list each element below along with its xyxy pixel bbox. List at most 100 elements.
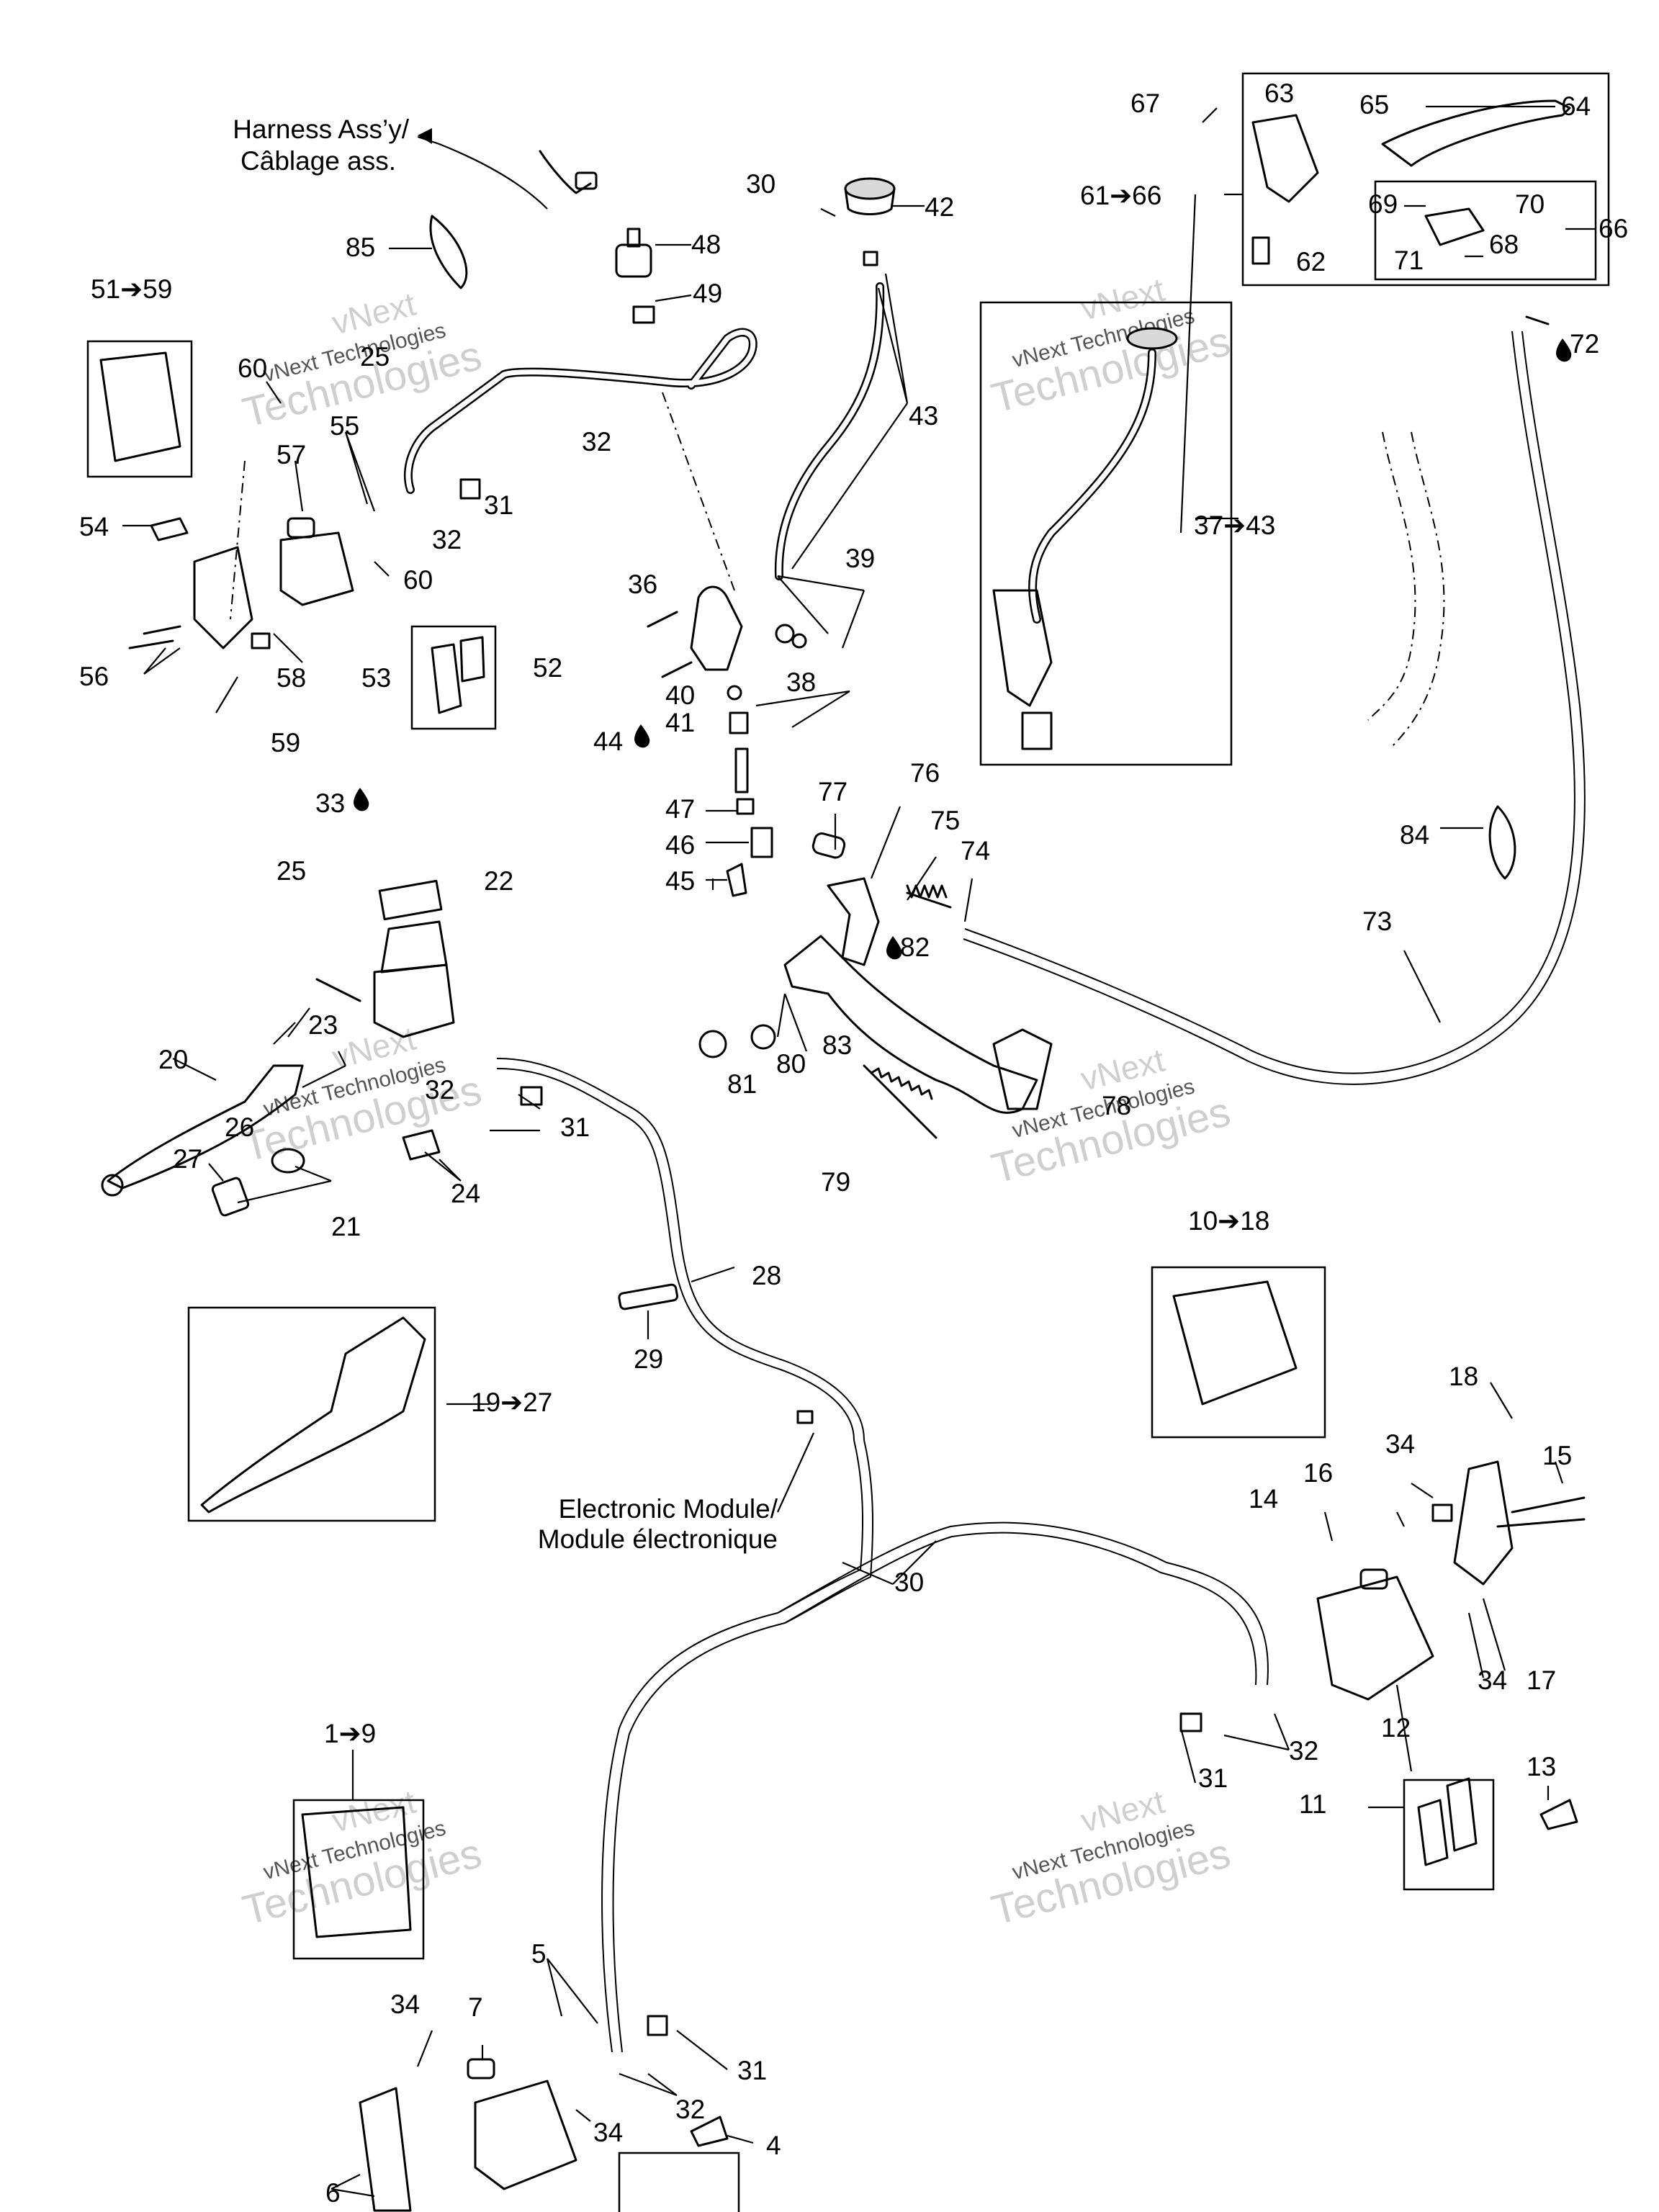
callout-42: 42 — [925, 192, 954, 222]
callout-33: 33 — [315, 788, 345, 818]
pin-56 — [143, 625, 181, 635]
callout-5: 5 — [531, 1939, 547, 1969]
pad-52 — [431, 643, 462, 714]
inset-boxes — [86, 72, 1610, 2212]
callout-32c: 32 — [425, 1075, 454, 1105]
callout-27: 27 — [173, 1144, 202, 1174]
callout-19-27: 19➔27 — [471, 1388, 552, 1417]
banjo-bolt-49 — [632, 305, 655, 324]
bolt-36 — [647, 611, 678, 628]
callout-77: 77 — [818, 777, 848, 806]
callout-52: 52 — [533, 653, 562, 683]
cable-tie-84 — [1488, 805, 1516, 880]
callout-49: 49 — [693, 279, 722, 308]
callout-34c: 34 — [390, 1990, 420, 2019]
piston-16 — [1359, 1568, 1388, 1590]
callout-31b: 31 — [560, 1112, 590, 1142]
callout-1-9: 1➔9 — [324, 1719, 376, 1748]
inset-box-37-43 — [979, 301, 1233, 766]
callout-62: 62 — [1296, 247, 1326, 276]
inset-box-51-59 — [86, 340, 193, 478]
clevis-46 — [750, 827, 773, 858]
pushrod-41 — [729, 711, 749, 734]
cable-end-72 — [1525, 315, 1550, 325]
callout-25b: 25 — [276, 856, 306, 886]
note-harness-fr: Câblage ass. — [240, 146, 396, 176]
callout-34d: 34 — [593, 2118, 623, 2147]
fluid-drop-icons — [354, 338, 1572, 960]
hoses-and-cables — [403, 282, 1586, 2053]
callout-29: 29 — [634, 1344, 663, 1374]
o-ring-39 — [775, 624, 795, 644]
clip-4 — [690, 2116, 729, 2147]
callout-32b: 32 — [432, 525, 462, 554]
callout-11: 11 — [1299, 1789, 1326, 1819]
pedal-pad — [992, 1028, 1053, 1110]
callout-82: 82 — [900, 932, 930, 962]
callout-43: 43 — [909, 401, 938, 431]
callout-31d: 31 — [737, 2056, 767, 2085]
nut-47 — [736, 798, 755, 815]
o-ring-21 — [271, 1148, 305, 1174]
caliper-53 — [279, 531, 354, 606]
brake-line-right — [777, 1521, 1269, 1686]
pad-68 — [1424, 207, 1485, 246]
callout-15: 15 — [1542, 1441, 1572, 1470]
bolt-34 — [1431, 1503, 1453, 1522]
callout-46: 46 — [665, 830, 695, 860]
caliper-12 — [1316, 1575, 1434, 1701]
callout-70: 70 — [1515, 189, 1545, 219]
callout-76: 76 — [910, 758, 940, 788]
callout-73: 73 — [1362, 907, 1392, 936]
bolt-31-right — [1179, 1712, 1202, 1732]
callout-14: 14 — [1249, 1484, 1278, 1514]
washer-40 — [727, 685, 742, 701]
callout-65: 65 — [1359, 90, 1389, 120]
adjuster-62 — [1251, 236, 1270, 265]
piston-57 — [287, 517, 315, 539]
callout-74: 74 — [961, 836, 990, 866]
ring-81 — [698, 1030, 727, 1058]
callout-66: 66 — [1599, 214, 1628, 243]
reservoir-cover-22 — [378, 879, 443, 921]
brake-lever-20 — [107, 1064, 304, 1190]
hose-clamp — [863, 251, 878, 266]
rear-master-cylinder-38 — [690, 585, 743, 671]
callout-6: 6 — [325, 2178, 341, 2208]
callout-83: 83 — [822, 1030, 852, 1060]
callout-10-18: 10➔18 — [1188, 1206, 1269, 1236]
brake-line-rear — [601, 1439, 864, 2053]
callout-13: 13 — [1527, 1752, 1556, 1781]
callout-16: 16 — [1303, 1458, 1333, 1488]
callout-12: 12 — [1381, 1713, 1411, 1743]
return-spring-79 — [863, 1064, 938, 1139]
callout-69: 69 — [1368, 189, 1398, 219]
callout-58: 58 — [276, 663, 306, 693]
cable-tie-85 — [429, 215, 468, 289]
inset-box-52 — [410, 625, 497, 730]
inset-box-19-27 — [187, 1306, 436, 1522]
clamp-24 — [402, 1129, 441, 1161]
bolt-31-front — [520, 1086, 543, 1106]
callout-20: 20 — [158, 1045, 188, 1074]
fluid-drop-icon — [886, 936, 902, 960]
callout-79: 79 — [821, 1167, 850, 1197]
note-harness-en: Harness Ass’y/ — [233, 114, 409, 144]
callout-23: 23 — [308, 1010, 338, 1040]
callout-18: 18 — [1449, 1362, 1478, 1391]
callout-7: 7 — [468, 1992, 483, 2022]
callout-80: 80 — [776, 1049, 806, 1079]
callout-48: 48 — [691, 230, 721, 259]
callout-32d: 32 — [1289, 1736, 1318, 1766]
callout-38: 38 — [786, 667, 816, 697]
callout-32e: 32 — [675, 2095, 705, 2124]
inset-box-10-18 — [1151, 1266, 1326, 1439]
callout-41: 41 — [665, 708, 695, 737]
callout-28: 28 — [752, 1261, 781, 1290]
fluid-drop-icon — [634, 724, 650, 748]
callout-32a: 32 — [582, 427, 611, 457]
inset-caliper-1-9 — [301, 1806, 412, 1938]
assembly-axis-line — [230, 460, 246, 620]
callouts: 67 63 65 64 61➔66 69 70 66 68 71 62 30 4… — [79, 78, 1628, 2208]
callout-37-43: 37➔43 — [1194, 511, 1275, 540]
